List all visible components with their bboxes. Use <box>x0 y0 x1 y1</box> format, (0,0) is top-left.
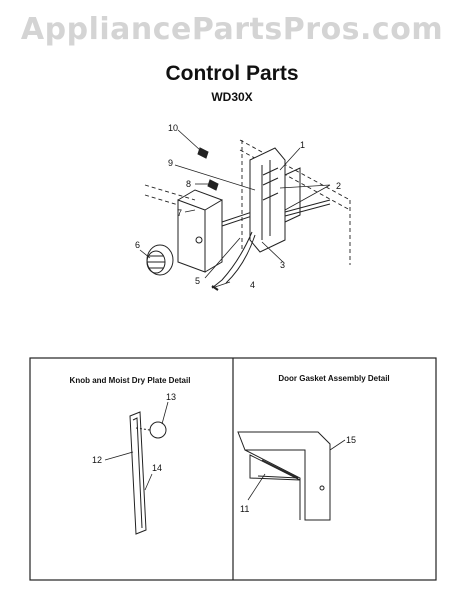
leader-lines-right <box>247 439 346 501</box>
callout-4: 4 <box>250 280 255 290</box>
diagram-title: Control Parts <box>165 62 299 85</box>
door-gasket <box>237 431 331 521</box>
watermark: AppliancePartsPros.com <box>20 12 444 47</box>
callout-1: 1 <box>300 140 305 150</box>
callout-8: 8 <box>186 179 191 189</box>
leader-lines-left <box>104 401 169 491</box>
detail-right-title: Door Gasket Assembly Detail <box>278 374 389 383</box>
wire-harness <box>211 199 331 291</box>
detail-left-title: Knob and Moist Dry Plate Detail <box>70 376 191 385</box>
leader-lines <box>139 129 331 289</box>
callout-5: 5 <box>195 276 200 286</box>
control-knob <box>146 244 174 276</box>
callout-3: 3 <box>280 260 285 270</box>
callout-10: 10 <box>168 123 178 133</box>
switch-housing <box>249 147 301 253</box>
callout-9: 9 <box>168 158 173 168</box>
callout-11: 11 <box>240 504 249 514</box>
screw-10 <box>197 147 209 159</box>
screw-8 <box>207 179 219 191</box>
callout-15: 15 <box>346 435 356 445</box>
callout-12: 12 <box>92 455 102 465</box>
callout-14: 14 <box>152 463 162 473</box>
callout-13: 13 <box>166 392 176 402</box>
callout-2: 2 <box>336 181 341 191</box>
control-bracket <box>177 189 223 273</box>
callout-7: 7 <box>177 208 182 218</box>
moist-dry-plate <box>129 411 167 535</box>
model-number: WD30X <box>211 90 253 104</box>
callout-6: 6 <box>135 240 140 250</box>
